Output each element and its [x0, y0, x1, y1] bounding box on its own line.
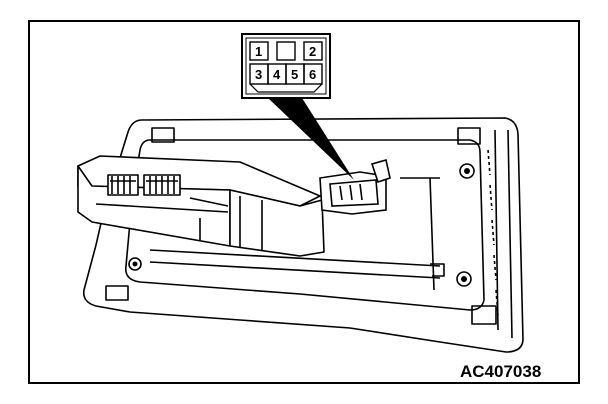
pin-label-6: 6: [309, 67, 316, 82]
pin-label-4: 4: [273, 67, 281, 82]
pin-cell-blank: [276, 41, 296, 61]
screw-top-right: [459, 163, 475, 179]
pin-label-3: 3: [255, 67, 262, 82]
figure-id: AC407038: [460, 362, 541, 381]
callout-leader: [268, 98, 354, 180]
figure-frame: [28, 20, 580, 384]
pin-cell-6: [303, 63, 323, 85]
screw-bottom-right: [456, 271, 472, 287]
pin-cell-2: [303, 41, 323, 61]
screw-left: [128, 257, 142, 271]
harness-connector: [319, 158, 391, 215]
control-unit: [77, 155, 325, 257]
pin-cell-1: [249, 41, 269, 61]
mounting-panel: [82, 117, 524, 353]
pin-label-5: 5: [291, 67, 298, 82]
connector-pinout-callout: 1 2 3 4 5 6: [241, 33, 331, 99]
pin-label-2: 2: [309, 44, 316, 59]
pin-label-1: 1: [255, 44, 262, 59]
